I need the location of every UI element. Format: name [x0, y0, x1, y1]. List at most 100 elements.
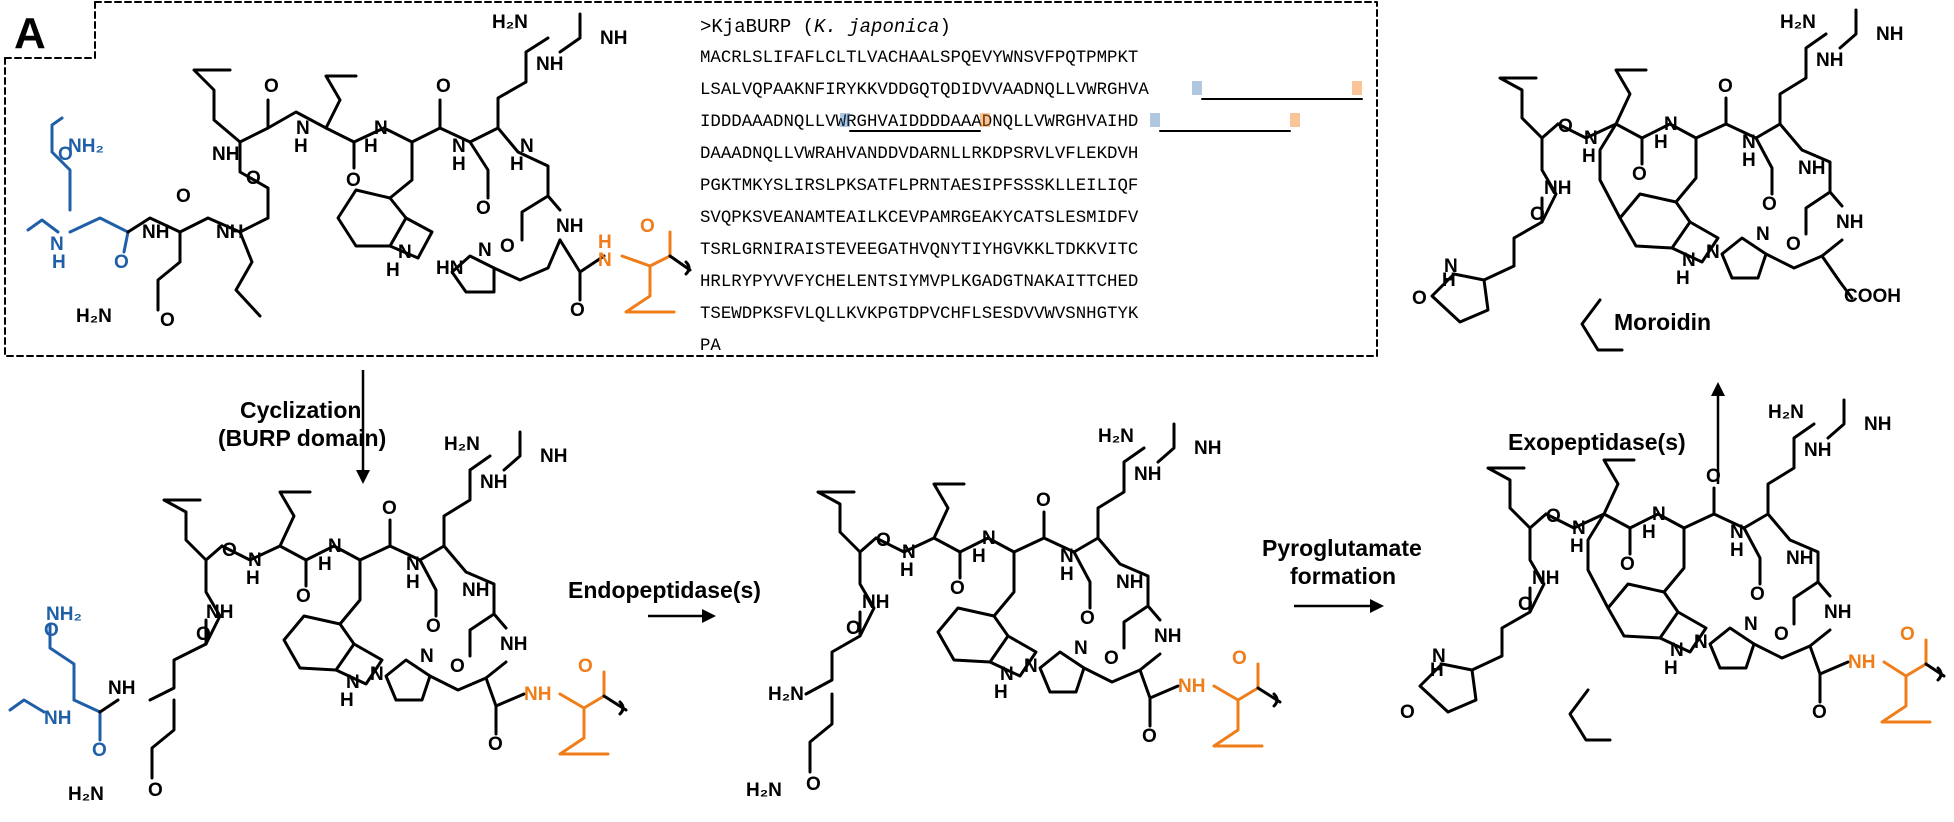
- atom-o: O: [160, 310, 175, 331]
- atom-o: O: [1632, 164, 1647, 185]
- atom-o: O: [1400, 702, 1415, 723]
- atom-n: N: [1706, 242, 1720, 263]
- atom-n: N: [296, 118, 310, 139]
- atom-n: N: [1584, 128, 1598, 149]
- atom-h: H: [1742, 150, 1756, 171]
- atom-o: O: [846, 618, 861, 639]
- pyroglutamate-intermediate-structure: O H N O NH O H N O H N H N O H N NH H₂N …: [1400, 398, 1946, 742]
- atom-o: O: [1142, 726, 1157, 747]
- atom-o: O: [1412, 288, 1427, 309]
- atom-nh: NH: [556, 216, 583, 237]
- atom-n: N: [1742, 132, 1756, 153]
- atom-nh: NH: [1786, 548, 1813, 569]
- atom-n: N: [374, 118, 388, 139]
- atom-nh: NH: [462, 580, 489, 601]
- sequence-line: MACRLSLIFAFLCLTLVACHAALSPQEVYWNSVFPQTPMP…: [700, 49, 1138, 68]
- sequence-line: TSRLGRNIRAISTEVEEGATHVQNYTIYHGVKKLTDKKVI…: [700, 241, 1138, 260]
- atom-n: N: [248, 550, 262, 571]
- atom-o: O: [436, 76, 451, 97]
- atom-n: N: [598, 250, 612, 271]
- atom-nh: NH: [524, 684, 551, 705]
- atom-h: H: [972, 546, 986, 567]
- atom-h: H: [510, 154, 524, 175]
- atom-n: N: [452, 136, 466, 157]
- atom-h2n: H₂N: [1768, 402, 1804, 423]
- precursor-peptide-structure: O NH₂ N H O NH O NH H₂N O O NH O H N O H…: [26, 12, 692, 331]
- sequence-line: PGKTMKYSLIRSLPKSATFLPRNTAESIPFSSSKLLEILI…: [700, 177, 1138, 196]
- atom-o: O: [246, 168, 261, 189]
- atom-o: O: [44, 620, 59, 641]
- sequence-line: SVQPKSVEANAMTEAILKCEVPAMRGEAKYCATSLESMID…: [700, 209, 1139, 228]
- atom-h2n: H₂N: [76, 306, 112, 327]
- atom-n: N: [1756, 224, 1770, 245]
- exopeptidase-step: Exopeptidase(s): [1508, 382, 1725, 484]
- atom-o: O: [476, 198, 491, 219]
- atom-nh: NH: [540, 446, 567, 467]
- atom-o: O: [1900, 624, 1915, 645]
- atom-h: H: [1730, 540, 1744, 561]
- atom-n: N: [1074, 638, 1088, 659]
- atom-nh: NH: [1836, 212, 1863, 233]
- atom-o: O: [1518, 594, 1533, 615]
- atom-n: N: [1444, 256, 1458, 277]
- atom-nh: NH: [1134, 464, 1161, 485]
- cyclization-step: Cyclization (BURP domain): [218, 370, 386, 484]
- atom-n: N: [1572, 518, 1586, 539]
- atom-n: N: [520, 136, 534, 157]
- atom-h: H: [1642, 522, 1656, 543]
- atom-o: O: [1080, 608, 1095, 629]
- atom-nh: NH: [1532, 568, 1559, 589]
- atom-o: O: [1774, 624, 1789, 645]
- cyclized-intermediate-structure: NH O NH₂ O NH O H₂N O NH O H N O H N H N: [8, 430, 628, 805]
- atom-nh: NH: [536, 54, 563, 75]
- atom-o: O: [148, 780, 163, 801]
- sequence-line: DAAADNQLLVWRAHVANDDVDARNLLRKDPSRVLVFLEKD…: [700, 145, 1138, 164]
- atom-o: O: [58, 144, 73, 165]
- atom-o: O: [640, 216, 655, 237]
- atom-nh: NH: [862, 592, 889, 613]
- atom-h: H: [598, 232, 612, 253]
- atom-o: O: [1750, 584, 1765, 605]
- atom-nh: NH: [1876, 24, 1903, 45]
- atom-nh: NH: [1116, 572, 1143, 593]
- atom-nh: NH: [1154, 626, 1181, 647]
- atom-h: H: [1676, 268, 1690, 289]
- atom-nh: NH: [1804, 440, 1831, 461]
- atom-nh: NH: [212, 144, 239, 165]
- atom-o: O: [426, 616, 441, 637]
- atom-n: N: [1024, 656, 1038, 677]
- atom-o: O: [1762, 194, 1777, 215]
- atom-hn: HN: [436, 258, 463, 279]
- atom-h: H: [1654, 132, 1668, 153]
- pyroglutamate-step: Pyroglutamate formation: [1262, 535, 1422, 613]
- atom-n: N: [1670, 640, 1684, 661]
- atom-n: N: [1694, 632, 1708, 653]
- atom-n: N: [478, 240, 492, 261]
- atom-h2n: H₂N: [444, 434, 480, 455]
- atom-nh: NH: [1848, 652, 1875, 673]
- atom-o: O: [1718, 76, 1733, 97]
- pyroglutamate-label-1: Pyroglutamate: [1262, 535, 1422, 561]
- atom-o: O: [1812, 702, 1827, 723]
- atom-o: O: [1232, 648, 1247, 669]
- atom-n: N: [370, 664, 384, 685]
- atom-n: N: [346, 672, 360, 693]
- atom-h: H: [1570, 536, 1584, 557]
- atom-o: O: [382, 498, 397, 519]
- atom-o: O: [296, 586, 311, 607]
- atom-o: O: [1786, 234, 1801, 255]
- atom-nh: NH: [44, 708, 71, 729]
- cyclization-label-2: (BURP domain): [218, 425, 386, 451]
- endopeptidase-step: Endopeptidase(s): [568, 577, 761, 623]
- sequence-line: TSEWDPKSFVLQLLKVKPGTDPVCHFLSESDVVWVSNHGT…: [700, 305, 1139, 324]
- panel-letter: A: [14, 9, 46, 58]
- atom-nh: NH: [1798, 158, 1825, 179]
- atom-n: N: [1730, 522, 1744, 543]
- atom-nh: NH: [1194, 438, 1221, 459]
- atom-nh: NH: [600, 28, 627, 49]
- atom-nh: NH: [108, 678, 135, 699]
- atom-h: H: [340, 690, 354, 711]
- atom-nh: NH: [480, 472, 507, 493]
- endopeptidase-label: Endopeptidase(s): [568, 577, 761, 603]
